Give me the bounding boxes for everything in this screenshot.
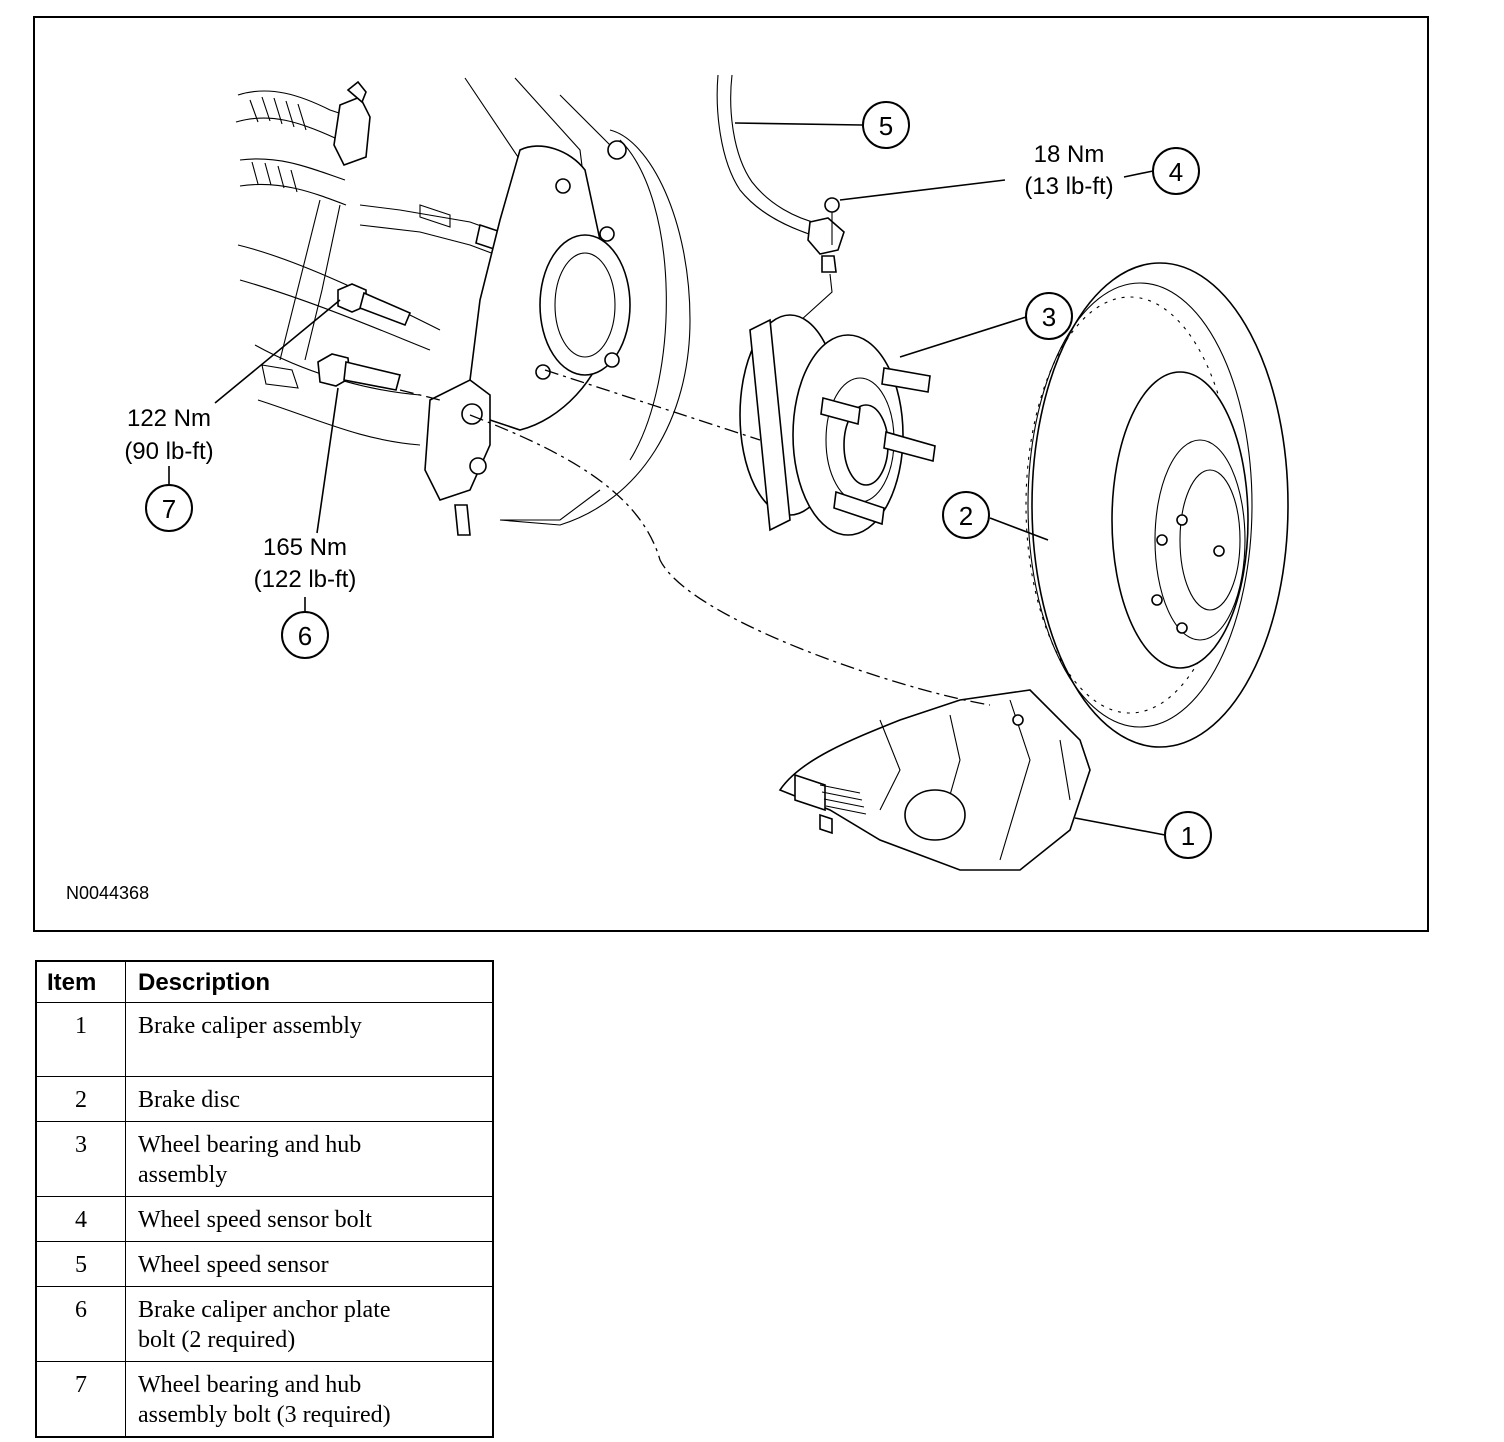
legend-description: Brake caliper assembly bbox=[125, 1002, 494, 1077]
leader-2 bbox=[989, 517, 1049, 541]
legend-description-line: Wheel bearing and hub bbox=[138, 1372, 362, 1398]
alignment-line-bolt bbox=[399, 389, 441, 401]
legend-item-number: 7 bbox=[35, 1361, 126, 1438]
torque-imperial-item-7: (90 lb-ft) bbox=[124, 438, 213, 465]
leader-4 bbox=[839, 170, 1154, 201]
callout-5: 5 bbox=[862, 101, 910, 149]
legend-item-number: 3 bbox=[35, 1121, 126, 1197]
legend-row: 6 Brake caliper anchor plate bolt (2 requ… bbox=[35, 1286, 494, 1362]
steering-knuckle bbox=[424, 77, 691, 536]
svg-text:2: 2 bbox=[959, 501, 973, 531]
legend-item-number: 4 bbox=[35, 1196, 126, 1242]
legend-description: Wheel speed sensor bolt bbox=[125, 1196, 494, 1242]
legend-description-line: Brake caliper assembly bbox=[138, 1013, 362, 1039]
legend-description-line: assembly bolt (3 required) bbox=[138, 1402, 391, 1428]
wheel-speed-sensor bbox=[716, 74, 845, 421]
brake-caliper bbox=[778, 689, 1091, 871]
legend-header-item: Item bbox=[35, 960, 126, 1003]
legend-header-description: Description bbox=[125, 960, 494, 1003]
legend-description: Wheel speed sensor bbox=[125, 1241, 494, 1287]
svg-text:4: 4 bbox=[1169, 157, 1183, 187]
alignment-line-caliper bbox=[469, 414, 991, 706]
callout-2: 2 bbox=[942, 491, 990, 539]
bolt-item-7 bbox=[337, 283, 412, 327]
legend-row: 5 Wheel speed sensor bbox=[35, 1241, 494, 1287]
legend-description: Brake disc bbox=[125, 1076, 494, 1122]
figure-id: N0044368 bbox=[66, 883, 150, 903]
callout-1: 1 bbox=[1164, 811, 1212, 859]
wheel-bearing-hub bbox=[739, 314, 936, 536]
legend-description: Brake caliper anchor plate bolt (2 requir… bbox=[125, 1286, 494, 1362]
legend-row: 2 Brake disc bbox=[35, 1076, 494, 1122]
callout-3: 3 bbox=[1025, 292, 1073, 340]
svg-text:7: 7 bbox=[162, 494, 176, 524]
callout-6: 6 bbox=[281, 611, 329, 659]
legend-description-line: Brake disc bbox=[138, 1087, 240, 1113]
legend-row: 1 Brake caliper assembly bbox=[35, 1002, 494, 1077]
legend-item-number: 6 bbox=[35, 1286, 126, 1362]
legend-description: Wheel bearing and hub assembly bbox=[125, 1121, 494, 1197]
leader-7 bbox=[168, 299, 341, 485]
torque-spec-item-6: 165 Nm (122 lb-ft) bbox=[254, 534, 357, 593]
figure-frame bbox=[33, 16, 1429, 932]
legend-description-line: assembly bbox=[138, 1162, 228, 1188]
leader-1 bbox=[1074, 817, 1166, 836]
bolt-item-6 bbox=[317, 353, 401, 391]
legend-row: 3 Wheel bearing and hub assembly bbox=[35, 1121, 494, 1197]
exploded-view-drawing: 1 2 3 4 5 6 7 18 Nm (13 lb-ft) 165 Nm (1… bbox=[124, 74, 1289, 871]
svg-text:3: 3 bbox=[1042, 302, 1056, 332]
legend-description: Wheel bearing and hub assembly bolt (3 re… bbox=[125, 1361, 494, 1438]
torque-spec-item-7: 122 Nm (90 lb-ft) bbox=[124, 405, 213, 465]
svg-text:1: 1 bbox=[1181, 821, 1195, 851]
legend-description-line: Wheel speed sensor bbox=[138, 1252, 329, 1278]
leader-5 bbox=[734, 122, 863, 126]
torque-imperial-item-4: (13 lb-ft) bbox=[1024, 173, 1113, 200]
legend-header-row: Item Description bbox=[35, 960, 494, 1003]
torque-imperial-item-6: (122 lb-ft) bbox=[254, 566, 357, 593]
legend-description-line: Wheel speed sensor bolt bbox=[138, 1207, 372, 1233]
legend-item-number: 2 bbox=[35, 1076, 126, 1122]
legend-description-line: Wheel bearing and hub bbox=[138, 1132, 362, 1158]
leader-3 bbox=[899, 316, 1027, 358]
torque-metric-item-6: 165 Nm bbox=[263, 534, 347, 561]
torque-metric-item-4: 18 Nm bbox=[1034, 141, 1105, 168]
legend-description-line: Brake caliper anchor plate bbox=[138, 1297, 391, 1323]
brake-disc bbox=[1025, 262, 1289, 748]
legend-description-line: bolt (2 required) bbox=[138, 1327, 296, 1353]
svg-text:5: 5 bbox=[879, 111, 893, 141]
legend-row: 4 Wheel speed sensor bolt bbox=[35, 1196, 494, 1242]
leader-6 bbox=[304, 387, 339, 612]
torque-spec-item-4: 18 Nm (13 lb-ft) bbox=[1024, 141, 1113, 200]
callout-4: 4 bbox=[1152, 147, 1200, 195]
legend-row: 7 Wheel bearing and hub assembly bolt (3 … bbox=[35, 1361, 494, 1438]
alignment-line-hub bbox=[544, 369, 761, 441]
legend-table: Item Description 1 Brake caliper assembl… bbox=[35, 960, 494, 1438]
torque-metric-item-7: 122 Nm bbox=[127, 405, 211, 432]
svg-text:6: 6 bbox=[298, 621, 312, 651]
legend-item-number: 1 bbox=[35, 1002, 126, 1077]
legend-item-number: 5 bbox=[35, 1241, 126, 1287]
callout-7: 7 bbox=[145, 484, 193, 532]
